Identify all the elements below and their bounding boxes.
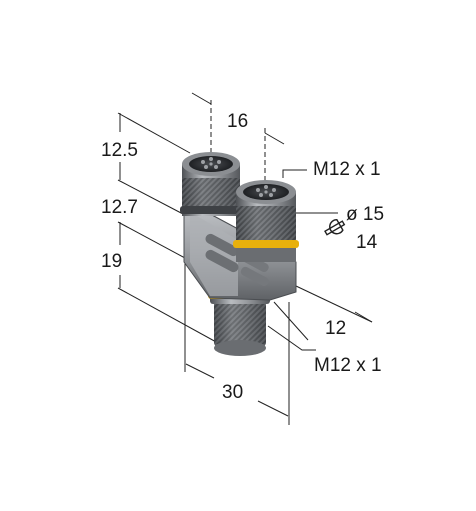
dimension-lines: [117, 92, 373, 425]
dim-19-ext-top: [117, 221, 186, 259]
label-m12-bottom: M12 x 1: [314, 355, 382, 376]
dimension-labels: 16 M12 x 1 12.5 12.7 19 ø 15 14 12 M12 x…: [101, 111, 384, 403]
wrench-icon: [324, 219, 346, 236]
label-30: 30: [222, 382, 243, 403]
label-19: 19: [101, 251, 122, 272]
label-12: 12: [325, 318, 346, 339]
socket-pins-left: [201, 157, 221, 169]
female-connector-right: [233, 180, 299, 262]
dim-30-arrow-left: [185, 363, 215, 379]
dim-m12-top-leader: [282, 169, 307, 178]
dim-12-ext-b: [273, 301, 309, 341]
ring-left: [180, 206, 242, 214]
label-16: 16: [227, 111, 248, 132]
socket-pins-right: [256, 185, 276, 197]
dim-12-ext: [295, 285, 373, 323]
label-m12-top: M12 x 1: [313, 159, 381, 180]
label-o15: ø 15: [346, 204, 384, 225]
label-127: 12.7: [101, 197, 138, 218]
dim-30-arrow-right: [257, 400, 289, 417]
dim-19-ext-bottom: [117, 287, 219, 344]
dim-12-arrow: [354, 311, 373, 323]
connector-body: [180, 152, 299, 356]
dim-m12-bottom-leader: [267, 325, 316, 351]
yellow-ring-right: [233, 240, 299, 248]
label-14: 14: [356, 232, 378, 253]
female-connector-left: [180, 152, 242, 216]
dim-16-arrow-left: [191, 92, 212, 105]
label-125: 12.5: [101, 140, 138, 161]
dim-125-ext-top: [117, 112, 191, 154]
dim-16-arrow-right: [264, 132, 285, 145]
dim-125-ext-bottom: [117, 179, 184, 215]
